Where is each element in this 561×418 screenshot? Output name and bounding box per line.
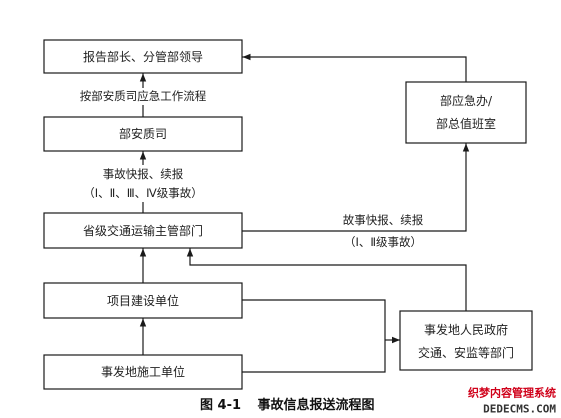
edge-label-report-major-levels-line1: 故事快报、续报 (343, 213, 424, 227)
node-emergency-office-label-line2: 部总值班室 (436, 116, 496, 131)
figure-number: 图 4-1 (200, 398, 241, 413)
node-local-government-label-line2: 交通、安监等部门 (418, 345, 514, 360)
label-mask-procedure (66, 88, 220, 105)
node-safety-dept-label: 部安质司 (119, 126, 167, 141)
arrow-emergency-office-to-leaders (242, 53, 467, 82)
edge-label-procedure: 按部安质司应急工作流程 (80, 89, 207, 103)
figure-caption: 图 4-1 事故信息报送流程图 (200, 397, 375, 413)
arrow-local-government-to-provincial (186, 248, 467, 311)
node-emergency-office-label-line1: 部应急办/ (440, 93, 493, 108)
node-provincial-transport (43, 212, 243, 249)
watermark-line1: 织梦内容管理系统 (468, 386, 556, 400)
node-emergency-office (405, 81, 527, 144)
node-project-unit (43, 282, 243, 319)
node-construction-unit (43, 354, 243, 390)
node-report-leaders (43, 39, 243, 74)
arrow-provincial-to-emergency-office (242, 143, 470, 232)
node-report-leaders-label: 报告部长、分管部领导 (83, 49, 203, 64)
edge-label-report-all-levels-line1: 事故快报、续报 (103, 167, 184, 181)
node-local-government (399, 310, 533, 371)
node-project-unit-label: 项目建设单位 (107, 293, 179, 308)
node-safety-dept (43, 116, 243, 152)
node-provincial-transport-label: 省级交通运输主管部门 (83, 223, 203, 238)
node-local-government-label-line1: 事发地人民政府 (424, 322, 508, 337)
node-construction-unit-label: 事发地施工单位 (101, 364, 185, 379)
connector-units-to-local-government (242, 299, 386, 373)
figure-title: 事故信息报送流程图 (258, 397, 375, 413)
label-mask-report-all-levels (58, 165, 228, 202)
edge-label-report-major-levels-line2: （Ⅰ、Ⅱ级事故） (344, 235, 422, 249)
edge-label-report-all-levels-line2: （Ⅰ、Ⅱ、Ⅲ、Ⅳ级事故） (83, 186, 203, 200)
watermark-line2: DEDECMS.COM (483, 403, 556, 416)
